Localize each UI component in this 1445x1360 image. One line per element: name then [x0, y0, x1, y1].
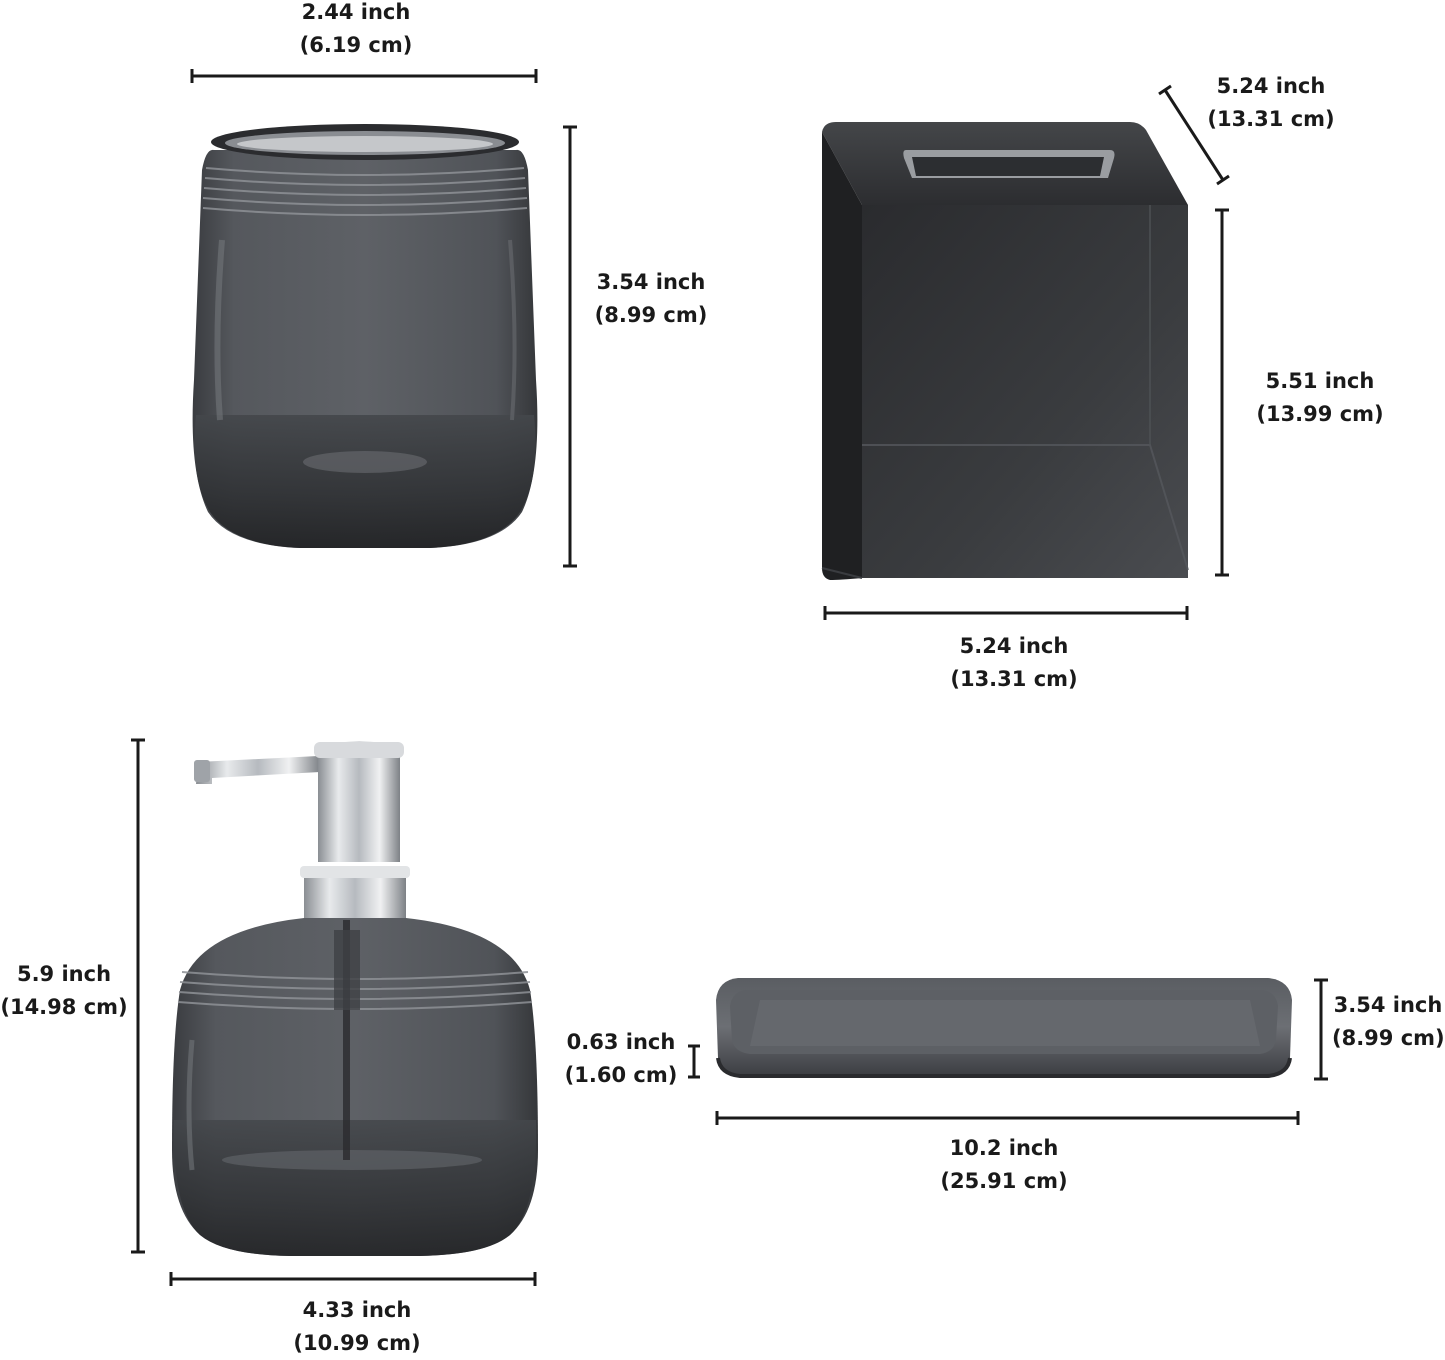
- tissue-box-depth-dimension-line: [1158, 84, 1230, 186]
- tray-length-label: 10.2 inch (25.91 cm): [940, 1136, 1068, 1193]
- tray-illustration: [716, 978, 1292, 1078]
- soap-dispenser-height-dimension-line: [131, 738, 145, 1254]
- tissue-box-height-label: 5.51 inch (13.99 cm): [1256, 369, 1384, 426]
- tray-height-dimension-line: [688, 1044, 700, 1079]
- tray-depth-label: 3.54 inch (8.99 cm): [1332, 993, 1445, 1050]
- tissue-box-illustration: [821, 122, 1189, 580]
- soap-dispenser-height-label: 5.9 inch (14.98 cm): [0, 962, 128, 1019]
- tumbler-width-dimension-line: [190, 69, 538, 83]
- tray-depth-dimension-line: [1314, 978, 1328, 1081]
- soap-dispenser-illustration: [172, 741, 538, 1256]
- tissue-box-width-dimension-line: [823, 606, 1189, 620]
- tray-height-label: 0.63 inch (1.60 cm): [564, 1030, 678, 1087]
- tray-length-dimension-line: [715, 1111, 1300, 1125]
- tumbler-illustration: [192, 124, 538, 549]
- tissue-box-height-dimension-line: [1215, 208, 1229, 577]
- soap-dispenser-width-label: 4.33 inch (10.99 cm): [293, 1298, 421, 1355]
- tissue-box-width-label: 5.24 inch (13.31 cm): [950, 634, 1078, 691]
- tumbler-height-label: 3.54 inch (8.99 cm): [594, 270, 708, 327]
- tissue-box-depth-label: 5.24 inch (13.31 cm): [1207, 74, 1335, 131]
- soap-dispenser-width-dimension-line: [169, 1272, 537, 1286]
- tumbler-height-dimension-line: [563, 125, 577, 568]
- tumbler-width-label: 2.44 inch (6.19 cm): [299, 0, 413, 57]
